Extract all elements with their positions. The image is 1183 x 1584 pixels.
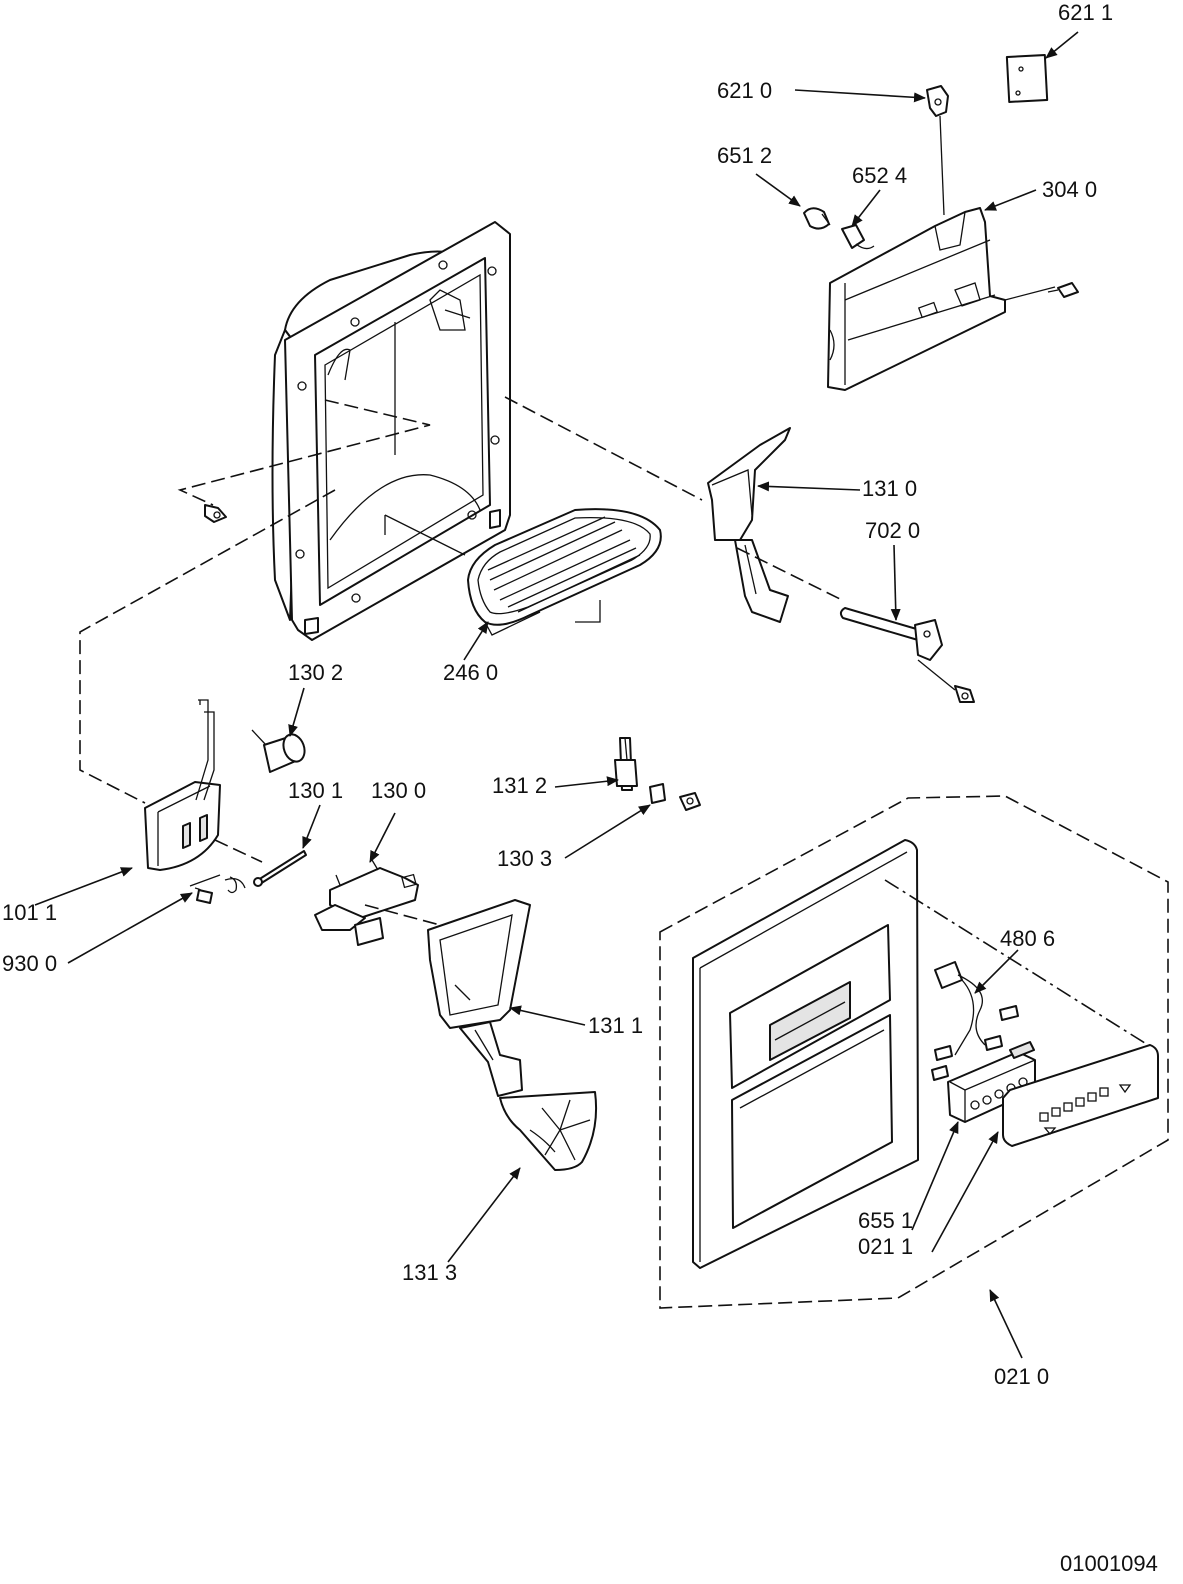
dash-housing-to-131-0 [504,396,703,501]
part-304-0-housing [827,207,1056,391]
screw-dash-line [177,399,431,506]
part-246-0-grille [467,508,662,636]
part-621-0-switch [926,85,949,216]
part-621-1-plate [1005,54,1049,103]
label-130-2: 130 2 [288,660,343,685]
screw-130-3 [679,792,701,811]
part-130-1-shaft [253,850,307,887]
part-021-1-overlay [1002,1044,1159,1147]
part-131-2-bracket [614,737,638,791]
label-021-0: 021 0 [994,1364,1049,1389]
label-652-4: 652 4 [852,163,907,188]
dash-130-0-to-131-1 [364,904,441,926]
label-930-0: 930 0 [2,951,57,976]
part-130-3-clip [649,783,666,804]
label-480-6: 480 6 [1000,926,1055,951]
label-304-0: 304 0 [1042,177,1097,202]
part-651-2-bulb [803,207,831,230]
dash-101-1-to-130-1 [214,839,263,863]
part-131-0-lever [707,427,791,623]
grille-ref-line-b [384,514,466,556]
label-621-0: 621 0 [717,78,772,103]
label-246-0: 246 0 [443,660,498,685]
label-130-3: 130 3 [497,846,552,871]
part-131-1-lever [427,899,531,1097]
part-dispenser-housing-frame [271,221,511,641]
part-130-0-actuator [314,859,419,946]
part-480-6-harness [931,961,1019,1081]
label-651-2: 651 2 [717,143,772,168]
part-702-0-pin [839,607,943,661]
dash-housing-to-101-1 [79,489,336,804]
label-101-1: 101 1 [2,900,57,925]
label-021-1: 021 1 [858,1234,913,1259]
part-652-4-socket [841,224,875,250]
screw-right-top [1047,282,1079,298]
pin-screw-line [917,659,956,691]
label-621-1: 621 1 [1058,0,1113,25]
label-130-0: 130 0 [371,778,426,803]
label-131-1: 131 1 [588,1013,643,1038]
part-101-1-solenoid [144,699,221,871]
part-131-3-cup [499,1091,598,1171]
dash-panel-to-control [884,879,1149,1046]
part-front-panel [692,839,919,1269]
assembly-021-0-boundary [659,795,1169,1309]
label-130-1: 130 1 [288,778,343,803]
label-655-1: 655 1 [858,1208,913,1233]
grille-ref-line-c [575,600,601,623]
leader-arrows [34,31,1079,1359]
label-131-3: 131 3 [402,1260,457,1285]
part-130-2-motor [251,729,306,773]
label-702-0: 702 0 [865,518,920,543]
drawing-number: 01001094 [1060,1551,1158,1576]
part-930-0-spring [189,874,246,904]
screw-pin [954,685,975,703]
screw-left [204,504,227,523]
label-131-0: 131 0 [862,476,917,501]
label-131-2: 131 2 [492,773,547,798]
